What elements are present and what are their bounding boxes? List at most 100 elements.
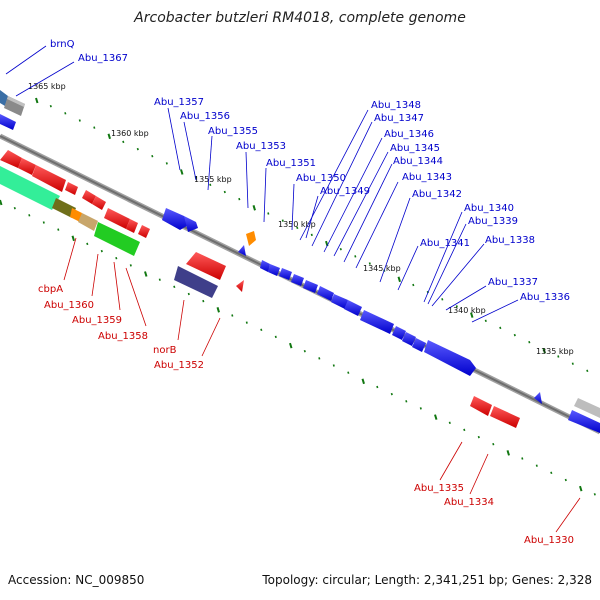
gene-arrow-Abu_1338[interactable] (424, 340, 476, 376)
upper-ruler-tick (122, 140, 125, 144)
gene-arrow-Abu_1336-grey[interactable] (574, 398, 600, 418)
lower-ruler-tick (158, 278, 161, 281)
gene-label-Abu_1344[interactable]: Abu_1344 (393, 156, 443, 167)
gene-label-Abu_1356[interactable]: Abu_1356 (180, 111, 230, 122)
lower-ruler-tick (463, 428, 466, 432)
gene-label-Abu_1335[interactable]: Abu_1335 (414, 483, 464, 494)
gene-label-Abu_1348[interactable]: Abu_1348 (371, 100, 421, 111)
gene-label-cbpA[interactable]: cbpA (38, 284, 63, 295)
gene-label-Abu_1338[interactable]: Abu_1338 (485, 235, 535, 246)
gene-arrow-red-4[interactable] (65, 182, 78, 195)
gene-arrow-Abu_1334[interactable] (490, 406, 520, 428)
lower-ruler-tick (405, 400, 408, 403)
leader-Abu_1345 (333, 151, 389, 257)
gene-arrow-red-5[interactable] (82, 190, 96, 204)
gene-arrow-Abu_1351[interactable] (238, 245, 246, 256)
gene-arrow-Abu_1353[interactable] (246, 231, 256, 246)
gene-label-Abu_1346[interactable]: Abu_1346 (384, 129, 434, 140)
gene-label-Abu_1350[interactable]: Abu_1350 (296, 173, 346, 184)
gene-arrow-red-7[interactable] (104, 208, 130, 229)
gene-arrow-red-9[interactable] (138, 225, 150, 238)
gene-label-Abu_1352[interactable]: Abu_1352 (154, 360, 204, 371)
gene-label-Abu_1342[interactable]: Abu_1342 (412, 189, 462, 200)
gene-arrow-cbpA-orange[interactable] (70, 208, 82, 222)
gene-arrow-Abu_1342[interactable] (360, 310, 394, 334)
gene-arrow-Abu_1350[interactable] (260, 260, 270, 272)
gene-arrow-red-8[interactable] (126, 219, 138, 233)
leader-Abu_1352 (201, 317, 221, 357)
gene-label-Abu_1359[interactable]: Abu_1359 (72, 315, 122, 326)
gene-label-norB[interactable]: norB (153, 345, 177, 356)
lower-ruler-tick (13, 206, 16, 210)
gene-arrow-Abu_1344[interactable] (331, 294, 348, 309)
gene-arrow-Abu_1356[interactable] (184, 216, 198, 232)
gene-arrow-Abu_1339[interactable] (412, 338, 426, 352)
lower-ruler-tick (86, 242, 89, 246)
leader-Abu_1337 (445, 285, 487, 311)
upper-ruler-tick (267, 212, 270, 215)
lower-ruler-tick (231, 314, 234, 317)
gene-arrow-Abu_1352[interactable] (174, 266, 218, 298)
upper-ruler-tick (107, 133, 111, 140)
gene-arrow-Abu_1343[interactable] (344, 300, 362, 316)
lower-ruler-tick (564, 478, 567, 482)
gene-label-Abu_1355[interactable]: Abu_1355 (208, 126, 258, 137)
gene-arrow-red-3[interactable] (32, 165, 66, 192)
gene-arrow-red-6[interactable] (92, 196, 106, 210)
gene-label-Abu_1337[interactable]: Abu_1337 (488, 277, 538, 288)
upper-ruler-tick (455, 305, 458, 308)
gene-arrow-Abu_1349[interactable] (268, 264, 280, 276)
gene-arrow-Abu_1337[interactable] (534, 392, 542, 404)
lower-ruler-tick (42, 221, 45, 224)
lower-ruler-tick (274, 335, 277, 339)
leader-Abu_1335 (439, 441, 463, 481)
gene-label-Abu_1353[interactable]: Abu_1353 (236, 141, 286, 152)
gene-arrow-Abu_1360[interactable] (52, 198, 76, 218)
gene-arrow-Abu_1336[interactable] (568, 410, 600, 433)
forward-gene-labels: brnQ Abu_1367 Abu_1357 Abu_1356 Abu_1355… (5, 39, 570, 323)
gene-arrow-Abu_1340[interactable] (402, 332, 416, 346)
upper-ruler-tick (180, 169, 184, 175)
gene-label-Abu_1347[interactable]: Abu_1347 (374, 113, 424, 124)
gene-label-brnQ[interactable]: brnQ (50, 39, 75, 50)
gene-arrow-Abu_1346[interactable] (303, 280, 318, 293)
gene-label-Abu_1345[interactable]: Abu_1345 (390, 143, 440, 154)
gene-label-Abu_1357[interactable]: Abu_1357 (154, 97, 204, 108)
gene-label-Abu_1339[interactable]: Abu_1339 (468, 216, 518, 227)
gene-arrow-red-10[interactable] (236, 280, 244, 292)
gene-arrow-Abu_1347[interactable] (291, 274, 304, 286)
lower-ruler-tick (550, 471, 553, 475)
gene-arrow-Abu_1359[interactable] (78, 213, 98, 231)
gene-arrow-Abu_1357[interactable] (162, 208, 190, 230)
gene-arrow-Abu_1358[interactable] (94, 222, 140, 256)
gene-arrow-Abu_1348[interactable] (279, 268, 292, 280)
lower-ruler-tick (187, 292, 190, 296)
upper-ruler-tick (151, 154, 154, 158)
gene-arrow-red-1[interactable] (0, 150, 22, 168)
leader-Abu_1356 (183, 121, 197, 181)
gene-label-Abu_1358[interactable]: Abu_1358 (98, 331, 148, 342)
lower-ruler-tick (129, 264, 132, 267)
gene-arrow-green-1[interactable] (0, 166, 60, 210)
gene-label-Abu_1367[interactable]: Abu_1367 (78, 53, 128, 64)
gene-arrow-norB[interactable] (186, 252, 226, 280)
gene-arrow-Abu_1367[interactable] (4, 96, 25, 116)
gene-arrow-Abu_1341[interactable] (392, 326, 406, 340)
gene-arrow-Abu_1335[interactable] (470, 396, 492, 416)
gene-label-Abu_1351[interactable]: Abu_1351 (266, 158, 316, 169)
gene-label-Abu_1343[interactable]: Abu_1343 (402, 172, 452, 183)
gene-label-Abu_1336[interactable]: Abu_1336 (520, 292, 570, 303)
scale-label-1355: 1355 kbp (194, 175, 232, 184)
gene-label-Abu_1330[interactable]: Abu_1330 (524, 535, 574, 546)
gene-arrow-Abu_1345[interactable] (317, 286, 334, 301)
gene-label-Abu_1360[interactable]: Abu_1360 (44, 300, 94, 311)
gene-label-Abu_1334[interactable]: Abu_1334 (444, 497, 494, 508)
gene-arrow-red-2[interactable] (18, 158, 36, 175)
gene-label-Abu_1340[interactable]: Abu_1340 (464, 203, 514, 214)
upper-ruler-tick (296, 226, 299, 230)
upper-ruler-tick (310, 233, 313, 237)
gene-label-Abu_1349[interactable]: Abu_1349 (320, 186, 370, 197)
gene-label-Abu_1341[interactable]: Abu_1341 (420, 238, 470, 249)
gene-arrow-blue-left[interactable] (0, 114, 16, 130)
